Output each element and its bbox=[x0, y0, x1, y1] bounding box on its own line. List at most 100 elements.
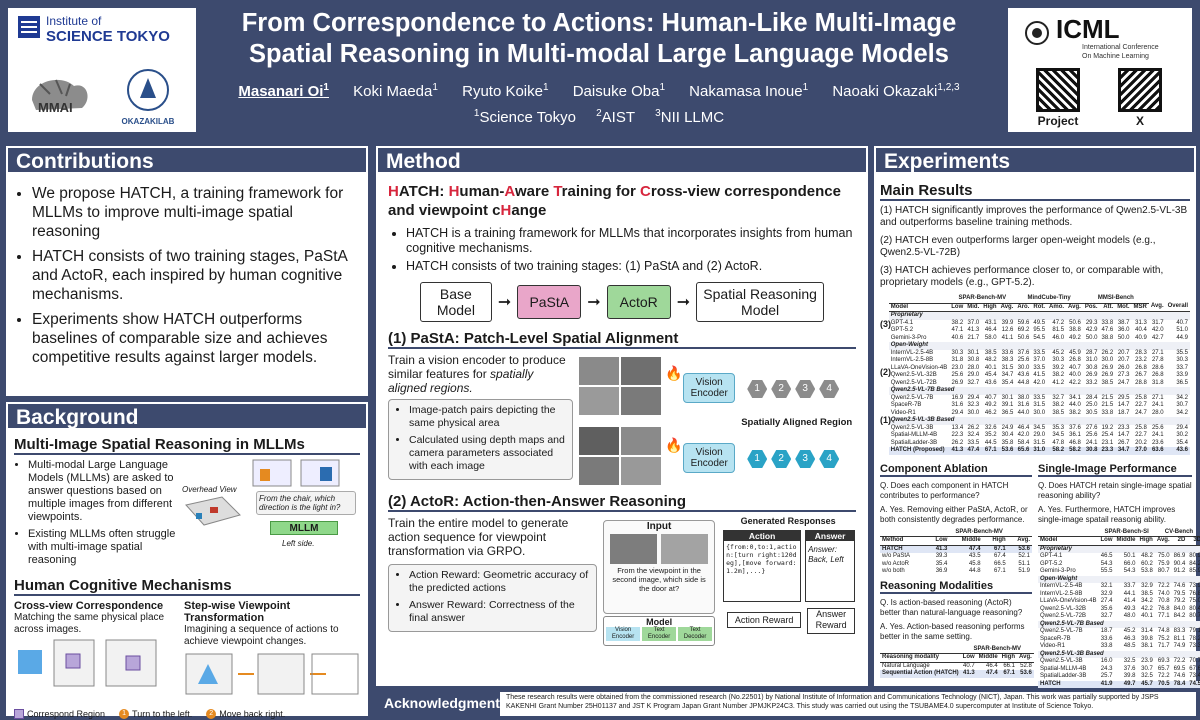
cross-view-title: Cross-view Correspondence bbox=[14, 600, 164, 612]
table-cell: 39.8 bbox=[1123, 673, 1136, 679]
table-cell: 45.4 bbox=[984, 372, 997, 378]
pasta-item: Image-patch pairs depicting the same phy… bbox=[409, 404, 568, 430]
table-cell: 30.0 bbox=[1101, 357, 1114, 363]
table-cell: 37.0 bbox=[967, 319, 980, 326]
table-cell: 29.3 bbox=[1085, 319, 1098, 326]
table-cell: 49.7 bbox=[1114, 680, 1138, 688]
okazaki-lab-logo: OKAZAKILAB bbox=[112, 68, 184, 128]
table-cell: 67.1 bbox=[981, 447, 999, 455]
table-cell: GPT-4.1 bbox=[1040, 553, 1063, 559]
table-cell: 25.4 bbox=[1101, 432, 1114, 438]
table-cell: 48.2 bbox=[1141, 553, 1153, 559]
table-cell: 79.5 bbox=[1173, 590, 1186, 597]
input-image-1-icon bbox=[610, 534, 658, 564]
table-cell: 32.6 bbox=[984, 424, 997, 431]
table-section-label: Qwen2.5-VL-7B Based bbox=[1038, 620, 1200, 628]
table-cell: SpatialLadder-3B bbox=[1040, 673, 1087, 679]
input-panel: Input From the viewpoint in the second i… bbox=[603, 520, 716, 614]
table-cell: 38.7 bbox=[1117, 319, 1130, 326]
table-cell: 42.0 bbox=[1033, 379, 1046, 386]
table-cell: 22.3 bbox=[951, 432, 964, 438]
table-column-header: Low bbox=[926, 536, 950, 546]
modality-heading: Reasoning Modalities bbox=[880, 580, 1032, 594]
answer-text: Answer: Back, Left bbox=[808, 545, 844, 564]
table-cell: 45.7 bbox=[1137, 680, 1155, 688]
icml-sub1: International Conference bbox=[1082, 44, 1159, 51]
table-cell: 46.4 bbox=[1017, 424, 1030, 431]
table-cell: 29.4 bbox=[1176, 424, 1188, 431]
table-cell: 24.9 bbox=[1001, 424, 1014, 431]
table-cell: 44.0 bbox=[1069, 402, 1081, 408]
table-cell: 35.5 bbox=[1176, 349, 1188, 356]
table-section-row: Qwen2.5-VL-7B Based bbox=[1038, 620, 1200, 628]
table-cell: 36.1 bbox=[1069, 432, 1081, 438]
generated-label: Generated Responses bbox=[740, 516, 836, 526]
table-cell: 44.0 bbox=[1017, 409, 1030, 416]
table-cell: 38.5 bbox=[1141, 590, 1153, 597]
table-cell: Qwen2.5-VL-72B bbox=[890, 379, 937, 386]
table-cell: 29.0 bbox=[1033, 432, 1046, 438]
table-section-row: Qwen2.5-VL-3B Based bbox=[888, 417, 1190, 425]
table-cell: 23.0 bbox=[951, 364, 964, 371]
table-cell: 22.7 bbox=[1135, 432, 1147, 438]
table-column-header: Low bbox=[960, 653, 977, 663]
table-cell: 30.1 bbox=[1001, 394, 1014, 401]
input-label: Input bbox=[646, 521, 672, 532]
table-cell: GPT-4.1 bbox=[890, 319, 914, 326]
table-cell: 20.7 bbox=[1117, 349, 1130, 356]
qr-project-icon[interactable] bbox=[1036, 68, 1080, 112]
spatially-aligned-label: Spatially Aligned Region bbox=[741, 417, 853, 428]
mmai-text: MMAI bbox=[38, 100, 73, 115]
table-cell: 21.5 bbox=[1101, 402, 1114, 408]
overhead-room-icon bbox=[185, 496, 241, 526]
table-cell: 31.6 bbox=[951, 402, 964, 408]
table-cell: 27.1 bbox=[1151, 349, 1164, 356]
table-cell: 67.1 bbox=[982, 545, 1008, 553]
table-cell: 72.2 bbox=[1173, 658, 1186, 664]
table-cell: 30.3 bbox=[1176, 357, 1188, 363]
table-cell: 46.4 bbox=[984, 327, 997, 333]
table-cell: LLaVA-OneVision-4B bbox=[890, 364, 948, 371]
table-cell: GPT-5.2 bbox=[1040, 560, 1063, 567]
table-cell: 90.4 bbox=[1173, 560, 1186, 567]
table-cell: 84.0 bbox=[1173, 605, 1186, 612]
table-cell: 30.7 bbox=[1141, 665, 1153, 672]
pasta-item: Calculated using depth maps and camera p… bbox=[409, 434, 568, 473]
affil-2: 3NII LLMC bbox=[655, 108, 725, 126]
qr-x-icon[interactable] bbox=[1118, 68, 1162, 112]
ack-text: These research results were obtained fro… bbox=[506, 694, 1159, 710]
table-cell: 32.7 bbox=[967, 379, 980, 386]
step-1-icon: 1 bbox=[119, 709, 130, 719]
input-image-2-icon bbox=[661, 534, 709, 564]
table-group-row: SPAR-Bench-MV bbox=[880, 528, 1032, 537]
table-cell: 35.4 bbox=[1176, 439, 1188, 446]
model-vision-encoder: Vision Encoder bbox=[606, 627, 641, 641]
image-patches-2 bbox=[579, 427, 662, 485]
science-tokyo-logo-icon bbox=[18, 16, 40, 38]
mllm-box: MLLM bbox=[270, 521, 338, 535]
answer-card-title: Answer bbox=[806, 531, 855, 541]
table-cell: 70.8 bbox=[1157, 598, 1170, 604]
table-column-header: Avg. bbox=[998, 303, 1016, 312]
table-cell: 50.6 bbox=[1069, 319, 1081, 326]
table-section-row: Proprietary bbox=[888, 311, 1190, 320]
modality-question: Q. Is action-based reasoning (ActoR) bet… bbox=[880, 597, 1023, 617]
pasta-heading: (1) PaStA: Patch-Level Spatial Alignment bbox=[388, 330, 856, 349]
table-cell: 71.7 bbox=[1157, 643, 1170, 649]
table-column-header: Aro. bbox=[1015, 303, 1032, 312]
table-cell: Natural Language bbox=[882, 662, 930, 669]
table-cell: 33.5 bbox=[967, 439, 980, 446]
table-column-header: Avg. bbox=[1066, 303, 1083, 312]
table-cell: 45.2 bbox=[1052, 349, 1065, 356]
table-cell: 46.2 bbox=[984, 409, 997, 416]
table-cell: 65.6 bbox=[1015, 447, 1032, 455]
actor-detail-panel: Action Reward: Geometric accuracy of the… bbox=[388, 564, 598, 632]
table-cell: 43.6 bbox=[984, 379, 997, 386]
table-cell: InternVL-2.5-4B bbox=[1040, 583, 1083, 589]
